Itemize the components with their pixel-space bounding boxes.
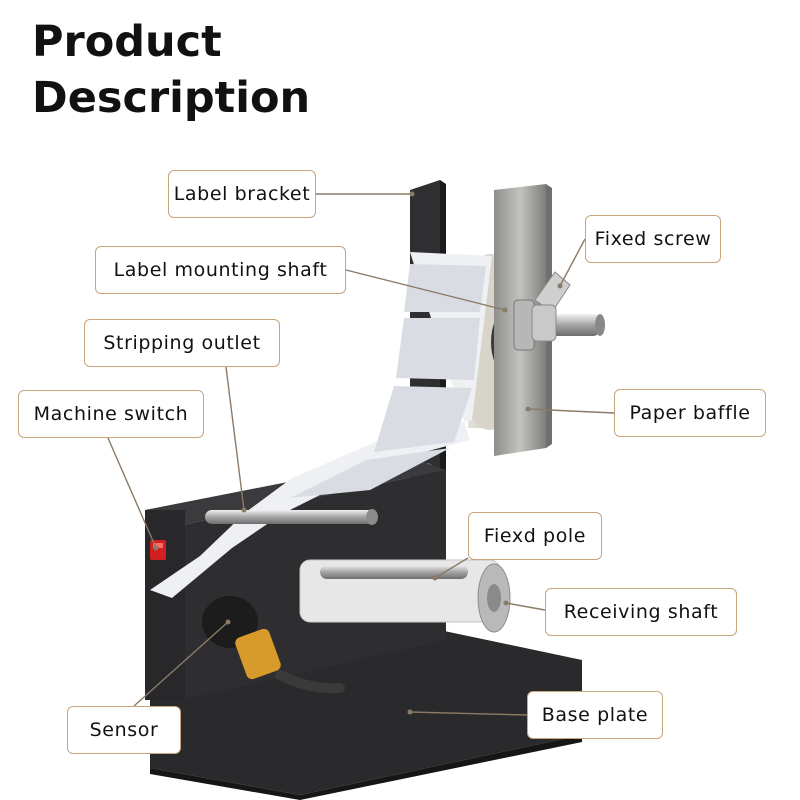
stripping-outlet-rod-end	[366, 509, 378, 525]
callout-machine-switch: Machine switch	[18, 390, 204, 438]
callout-receiving-shaft: Receiving shaft	[545, 588, 737, 636]
machine-switch-highlight	[153, 543, 163, 548]
callout-sensor: Sensor	[67, 706, 181, 754]
page-title: Product Description	[32, 14, 310, 126]
housing-front-panel	[145, 510, 185, 700]
shaft-spring	[513, 299, 535, 351]
title-line-2: Description	[32, 73, 311, 123]
callout-stripping-outlet: Stripping outlet	[84, 319, 280, 367]
label-sticker	[290, 448, 450, 498]
stripping-outlet-rod	[205, 510, 375, 524]
receiving-shaft-hub	[487, 584, 501, 612]
callout-fixed-pole: Fiexd pole	[468, 512, 602, 560]
sensor-cable	[275, 670, 345, 694]
callout-label-bracket: Label bracket	[168, 170, 316, 218]
title-line-1: Product	[32, 17, 222, 67]
label-sticker	[396, 318, 480, 380]
callout-label-mounting-shaft: Label mounting shaft	[95, 246, 346, 294]
label-sticker	[374, 386, 472, 452]
callout-fixed-screw: Fixed screw	[585, 215, 721, 263]
sensor-lens	[235, 628, 281, 680]
fixed-pole	[320, 565, 468, 579]
callout-paper-baffle: Paper baffle	[614, 389, 766, 437]
fixed-screw-collar	[531, 304, 557, 342]
callout-base-plate: Base plate	[527, 691, 663, 739]
label-sticker	[404, 264, 486, 312]
shaft-end	[595, 314, 605, 336]
